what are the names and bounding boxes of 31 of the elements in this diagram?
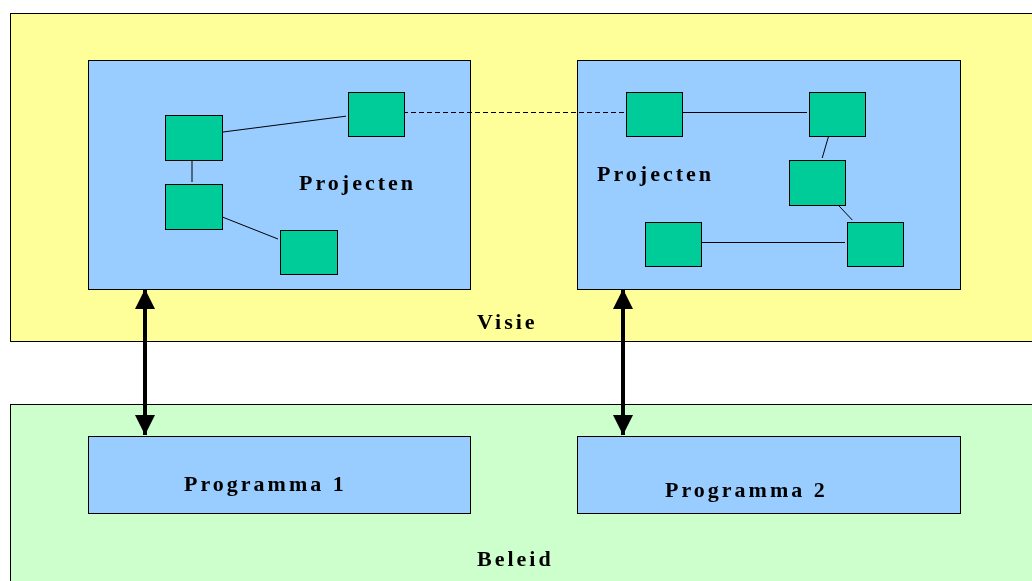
- connector-line: [220, 115, 347, 133]
- small-box: [280, 230, 338, 275]
- process-box: [88, 436, 471, 514]
- region-panel: [10, 13, 1032, 342]
- small-box: [165, 115, 223, 161]
- connector-line: [220, 215, 279, 240]
- double-arrow: [613, 289, 633, 435]
- double-arrow: [135, 289, 155, 435]
- small-box: [789, 160, 846, 206]
- small-box: [847, 222, 904, 267]
- small-box: [348, 92, 405, 137]
- group-box: [88, 60, 471, 290]
- group-title: Projecten: [299, 170, 416, 196]
- group-title: Projecten: [597, 161, 714, 187]
- panel-title: Visie: [477, 309, 538, 335]
- connector-line: [680, 112, 808, 113]
- small-box: [626, 92, 683, 137]
- box-label: Programma 1: [184, 471, 347, 497]
- small-box: [645, 222, 702, 267]
- connector-line: [699, 242, 846, 243]
- group-box: [577, 60, 961, 290]
- region-panel: [10, 404, 1032, 581]
- panel-title: Beleid: [477, 546, 554, 572]
- small-box: [809, 92, 866, 137]
- connector-line: [821, 134, 830, 159]
- process-box: [577, 436, 961, 514]
- dashed-line: [402, 112, 625, 113]
- small-box: [165, 184, 223, 230]
- box-label: Programma 2: [665, 477, 828, 503]
- connector-line: [836, 203, 853, 221]
- connector-line: [191, 158, 193, 183]
